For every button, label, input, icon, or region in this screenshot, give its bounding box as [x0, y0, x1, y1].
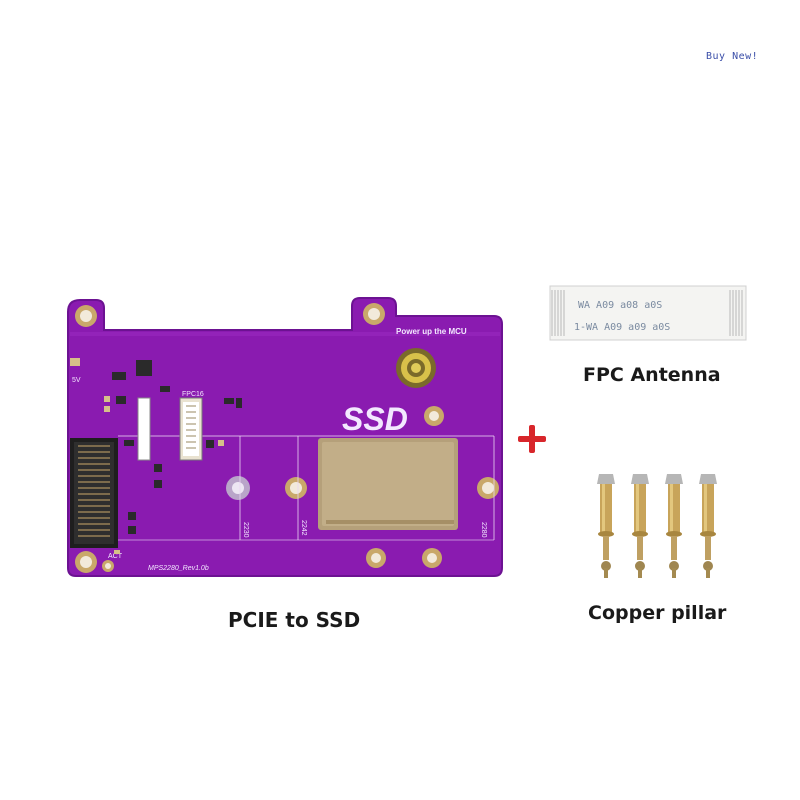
caption-pcie-to-ssd: PCIE to SSD	[228, 608, 361, 632]
fpc-antenna-cable: WA A09 a08 a0S 1-WA A09 a09 a0S	[549, 285, 747, 341]
label-2230: 2230	[242, 522, 249, 538]
power-label: Power up the MCU	[396, 327, 467, 336]
copper-pillar	[699, 474, 717, 578]
label-2242: 2242	[300, 520, 307, 536]
copper-pillar	[597, 474, 615, 578]
fpc-print-top: WA A09 a08 a0S	[578, 300, 662, 311]
copper-pillar	[631, 474, 649, 578]
mounting-holes	[75, 303, 499, 573]
label-2280: 2280	[480, 522, 487, 538]
pcie-to-ssd-board: Power up the MCU SSD FPC16 5V ACT MPS228…	[67, 297, 503, 577]
revision-label: MPS2280_Rev1.0b	[148, 565, 209, 572]
buy-new-badge: Buy New!	[706, 51, 759, 62]
caption-fpc-antenna: FPC Antenna	[583, 364, 721, 386]
ssd-label: SSD	[342, 401, 408, 437]
plus-icon	[514, 421, 550, 457]
fpc-label: FPC16	[182, 391, 204, 398]
fpc-connector	[137, 397, 203, 461]
mcu-power-pad	[396, 348, 436, 388]
caption-copper-pillar: Copper pillar	[588, 602, 727, 624]
copper-pillar	[665, 474, 683, 578]
copper-pillars	[597, 474, 717, 578]
label-5v: 5V	[72, 377, 81, 384]
smd-components	[112, 360, 242, 534]
m2-connector	[70, 438, 118, 548]
fpc-print-bottom: 1-WA A09 a09 a0S	[574, 322, 670, 333]
board-outline	[67, 297, 503, 577]
label-act: ACT	[108, 553, 123, 560]
